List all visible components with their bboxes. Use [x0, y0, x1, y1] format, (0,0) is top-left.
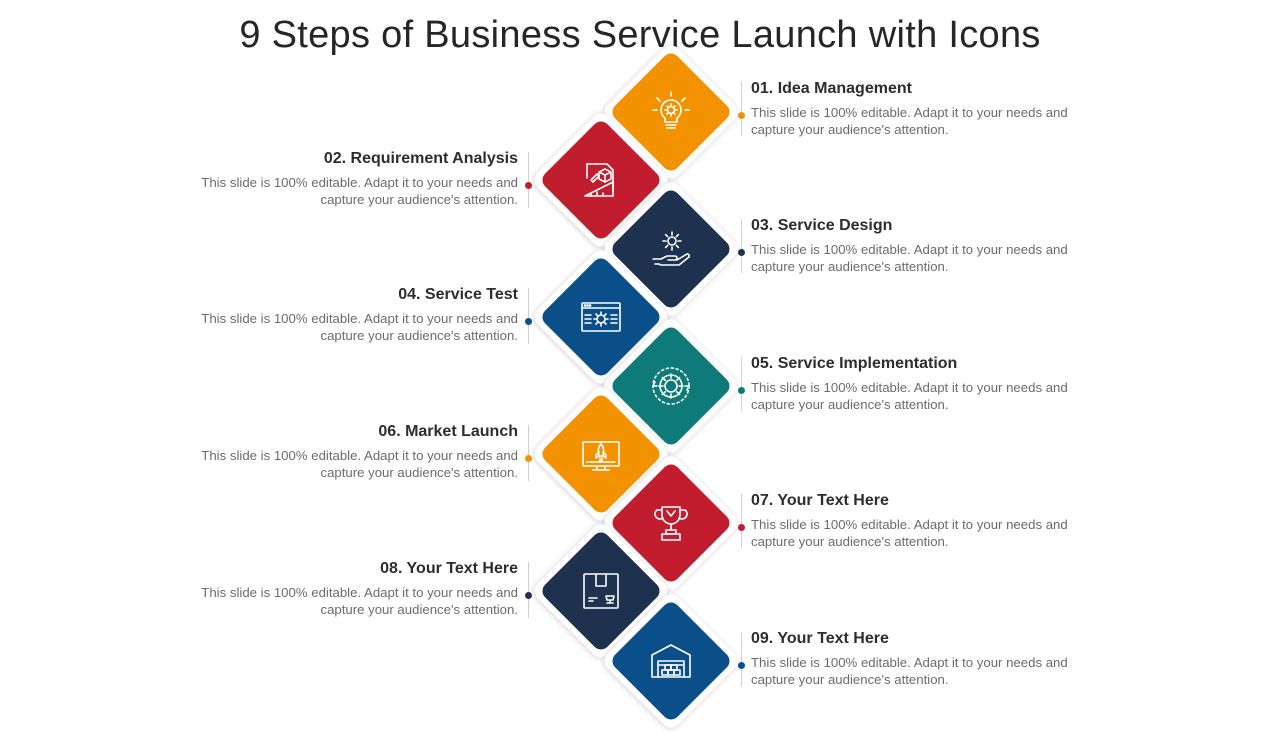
page-title: 9 Steps of Business Service Launch with … [239, 14, 1041, 56]
trophy-icon [647, 499, 695, 547]
step-6: 06. Market Launch This slide is 100% edi… [178, 423, 518, 481]
step-4: 04. Service Test This slide is 100% edit… [178, 286, 518, 344]
step-3-diamond [600, 178, 742, 320]
step-1-diamond [600, 41, 742, 183]
step-7-diamond [600, 452, 742, 594]
step-description: This slide is 100% editable. Adapt it to… [201, 311, 518, 343]
step-8: 08. Your Text Here This slide is 100% ed… [178, 560, 518, 618]
step-description: This slide is 100% editable. Adapt it to… [751, 517, 1068, 549]
step-7-dot [738, 524, 745, 531]
step-title: 02. Requirement Analysis [323, 150, 518, 167]
step-description: This slide is 100% editable. Adapt it to… [751, 380, 1068, 412]
step-2-dot [525, 182, 532, 189]
step-title: 09. Your Text Here [751, 630, 889, 647]
step-description: This slide is 100% editable. Adapt it to… [201, 448, 518, 480]
step-2-diamond [530, 109, 672, 251]
step-description: This slide is 100% editable. Adapt it to… [201, 585, 518, 617]
step-title: 01. Idea Management [751, 80, 912, 97]
hand-gear-icon [647, 225, 695, 273]
step-description: This slide is 100% editable. Adapt it to… [751, 655, 1068, 687]
package-box-icon [577, 567, 625, 615]
step-9-dot [738, 662, 745, 669]
step-4-dot [525, 318, 532, 325]
step-8-diamond [530, 520, 672, 662]
step-description: This slide is 100% editable. Adapt it to… [751, 242, 1068, 274]
step-2: 02. Requirement Analysis This slide is 1… [178, 150, 518, 208]
step-9-diamond [600, 590, 742, 732]
warehouse-icon [647, 637, 695, 685]
gear-cycle-icon [647, 362, 695, 410]
step-6-diamond [530, 383, 672, 525]
step-1: 01. Idea Management This slide is 100% e… [751, 80, 1091, 138]
step-5-diamond [600, 315, 742, 457]
step-6-dot [525, 455, 532, 462]
step-4-diamond [530, 246, 672, 388]
browser-gear-icon [577, 293, 625, 341]
step-7: 07. Your Text Here This slide is 100% ed… [751, 492, 1091, 550]
step-title: 08. Your Text Here [380, 560, 518, 577]
step-8-dot [525, 592, 532, 599]
step-title: 04. Service Test [398, 286, 518, 303]
step-title: 06. Market Launch [378, 423, 518, 440]
step-5-dot [738, 387, 745, 394]
design-tools-icon [577, 156, 625, 204]
step-9: 09. Your Text Here This slide is 100% ed… [751, 630, 1091, 688]
step-title: 05. Service Implementation [751, 355, 958, 372]
monitor-rocket-icon [577, 430, 625, 478]
step-3-dot [738, 249, 745, 256]
step-3: 03. Service Design This slide is 100% ed… [751, 217, 1091, 275]
step-1-dot [738, 112, 745, 119]
step-title: 03. Service Design [751, 217, 893, 234]
lightbulb-icon [647, 88, 695, 136]
step-title: 07. Your Text Here [751, 492, 889, 509]
step-description: This slide is 100% editable. Adapt it to… [751, 105, 1068, 137]
step-5: 05. Service Implementation This slide is… [751, 355, 1091, 413]
step-description: This slide is 100% editable. Adapt it to… [201, 175, 518, 207]
